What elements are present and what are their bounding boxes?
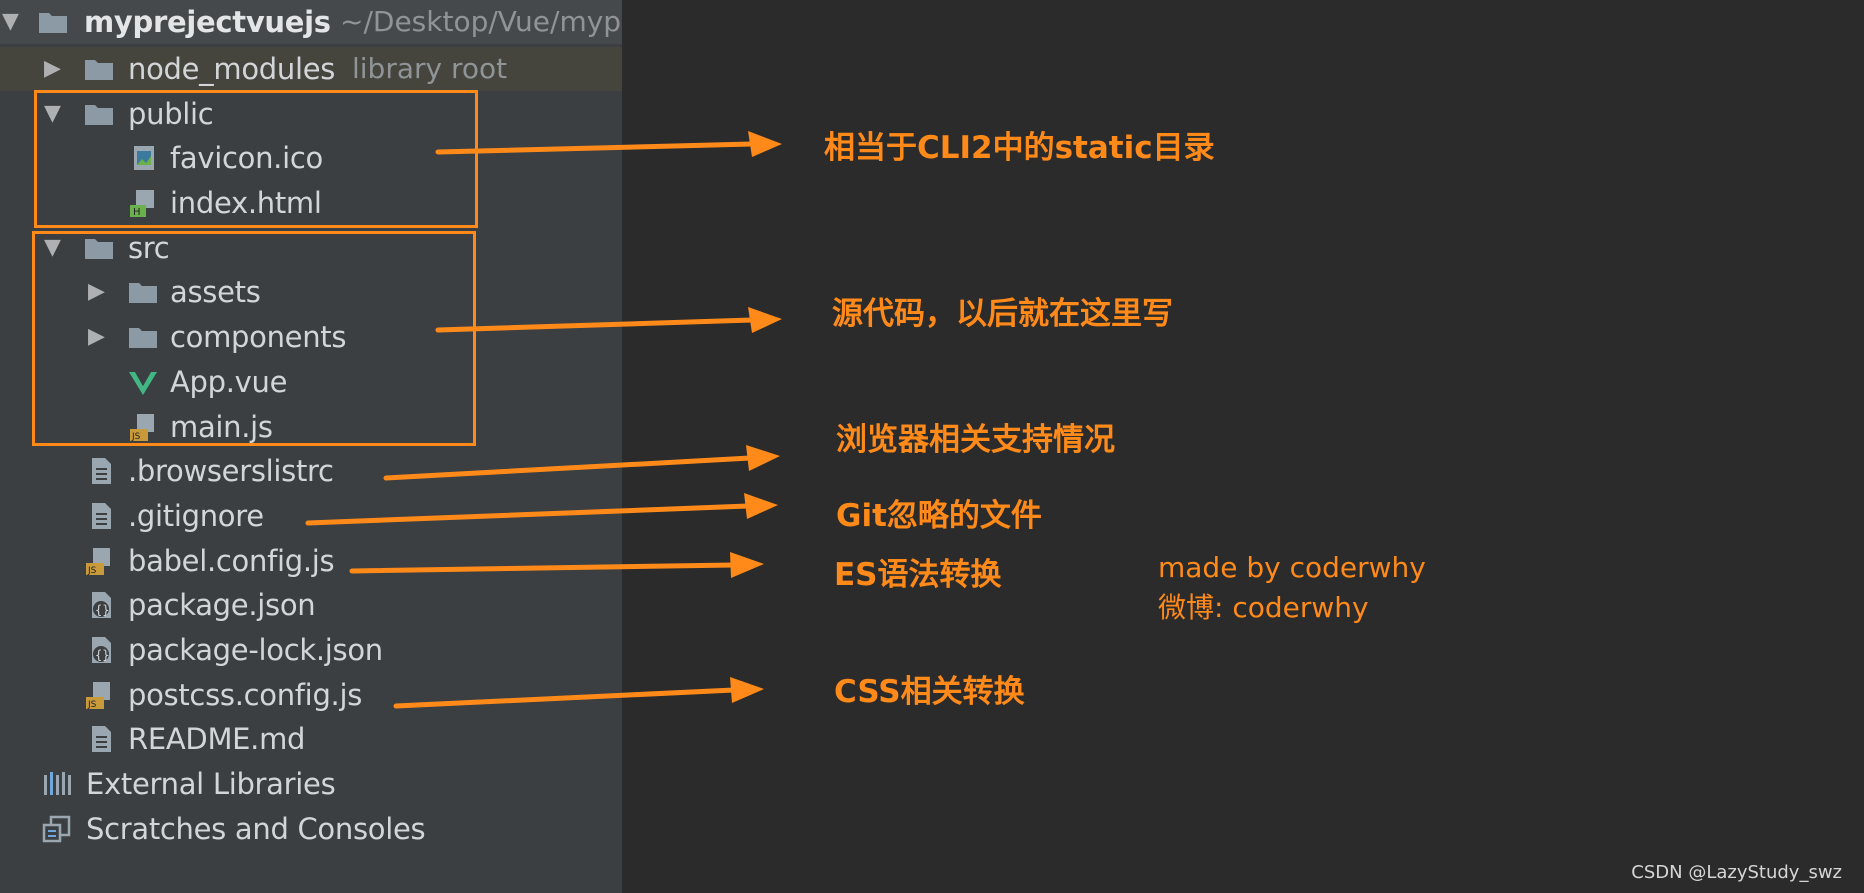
tree-row-scratches-consoles[interactable]: Scratches and Consoles [0,807,622,851]
app-vue-file-name: App.vue [170,365,288,399]
babel-config-file-name: babel.config.js [128,544,335,578]
tree-row-browserslistrc[interactable]: .browserslistrc [0,449,622,493]
svg-text:JS: JS [131,432,141,442]
browserslist-arrow-line [383,455,753,481]
public-folder-name: public [128,97,214,131]
folder-icon [85,239,113,259]
tree-row-assets[interactable]: ▶ assets [0,270,622,314]
svg-text:H: H [133,207,141,218]
folder-icon [129,328,157,348]
tree-row-node-modules[interactable]: ▶ node_modules library root [0,47,622,91]
tree-row-readme[interactable]: README.md [0,717,622,761]
folder-icon [85,60,113,80]
tree-row-root[interactable]: ▼ myprejectvuejs ~/Desktop/Vue/myp [0,0,622,44]
csdn-watermark: CSDN @LazyStudy_swz [1631,862,1842,883]
browserslist-annotation: 浏览器相关支持情况 [836,422,1115,458]
postcss-arrowhead-icon [730,677,764,703]
src-arrow-line [435,317,755,333]
postcss-annotation: CSS相关转换 [834,674,1025,710]
readme-file-name: README.md [128,722,306,756]
gitignore-arrow-line [305,503,751,526]
svg-text:JS: JS [87,566,97,576]
tree-row-favicon[interactable]: favicon.ico [0,136,622,180]
index-html-file-name: index.html [170,186,322,220]
root-folder-name: myprejectvuejs [84,5,331,39]
external-libraries-label: External Libraries [86,767,336,801]
tree-row-babel-config[interactable]: JS babel.config.js [0,539,622,583]
main-js-file-name: main.js [170,410,273,444]
src-folder-name: src [128,231,170,265]
vue-file-icon [129,372,157,395]
text-file-icon [92,726,111,752]
html-file-icon: H [130,190,154,218]
folder-icon [85,105,113,125]
tree-row-public[interactable]: ▼ public [0,92,622,136]
expand-arrow-icon[interactable]: ▼ [44,101,61,126]
text-file-icon [92,458,111,484]
public-arrow-line [435,141,755,155]
browserslistrc-file-name: .browserslistrc [128,454,334,488]
js-file-icon: JS [130,414,154,442]
tree-row-package-lock-json[interactable]: {} package-lock.json [0,628,622,672]
folder-icon [129,283,157,303]
public-highlight-box [34,90,478,228]
postcss-arrow-line [393,687,737,709]
gitignore-file-name: .gitignore [128,499,264,533]
package-json-file-name: package.json [128,588,316,622]
js-file-icon: JS [86,682,110,710]
scratches-icon [42,815,71,843]
json-file-icon: {} [92,592,111,618]
src-highlight-box [32,231,476,446]
gitignore-annotation: Git忽略的文件 [836,498,1042,534]
svg-text:JS: JS [87,700,97,710]
components-folder-name: components [170,320,347,354]
tree-row-main-js[interactable]: JS main.js [0,405,622,449]
src-annotation: 源代码，以后就在这里写 [832,296,1173,332]
tree-row-gitignore[interactable]: .gitignore [0,494,622,538]
folder-icon [39,13,67,33]
package-lock-json-file-name: package-lock.json [128,633,383,667]
babel-arrow-line [349,562,737,574]
tree-row-external-libraries[interactable]: External Libraries [0,762,622,806]
image-file-icon [134,146,154,170]
library-icon [44,772,71,795]
src-arrowhead-icon [748,307,782,333]
postcss-config-file-name: postcss.config.js [128,678,363,712]
tree-row-index-html[interactable]: H index.html [0,181,622,225]
text-file-icon [92,503,111,529]
tree-row-src[interactable]: ▼ src [0,226,622,270]
svg-text:{}: {} [95,603,109,617]
collapse-arrow-icon[interactable]: ▶ [44,56,61,81]
browserslist-arrowhead-icon [746,445,780,471]
public-arrowhead-icon [748,131,782,157]
signature-line-1: made by coderwhy [1158,551,1426,584]
library-root-hint: library root [352,52,508,85]
babel-annotation: ES语法转换 [834,557,1002,593]
collapse-arrow-icon[interactable]: ▶ [88,279,105,304]
gitignore-arrowhead-icon [744,493,778,519]
node-modules-name: node_modules [128,52,336,86]
js-file-icon: JS [86,548,110,576]
public-annotation: 相当于CLI2中的static目录 [824,130,1215,166]
collapse-arrow-icon[interactable]: ▶ [88,324,105,349]
scratches-consoles-label: Scratches and Consoles [86,812,426,846]
tree-row-app-vue[interactable]: App.vue [0,360,622,404]
tree-row-components[interactable]: ▶ components [0,315,622,359]
svg-text:{}: {} [95,648,109,662]
assets-folder-name: assets [170,275,261,309]
babel-arrowhead-icon [730,552,764,578]
json-file-icon: {} [92,637,111,663]
expand-arrow-icon[interactable]: ▼ [44,235,61,260]
tree-row-postcss-config[interactable]: JS postcss.config.js [0,673,622,717]
signature-line-2: 微博: coderwhy [1158,591,1369,624]
tree-row-package-json[interactable]: {} package.json [0,583,622,627]
root-folder-path: ~/Desktop/Vue/myp [340,5,622,38]
expand-arrow-icon[interactable]: ▼ [2,9,19,34]
favicon-file-name: favicon.ico [170,141,323,175]
